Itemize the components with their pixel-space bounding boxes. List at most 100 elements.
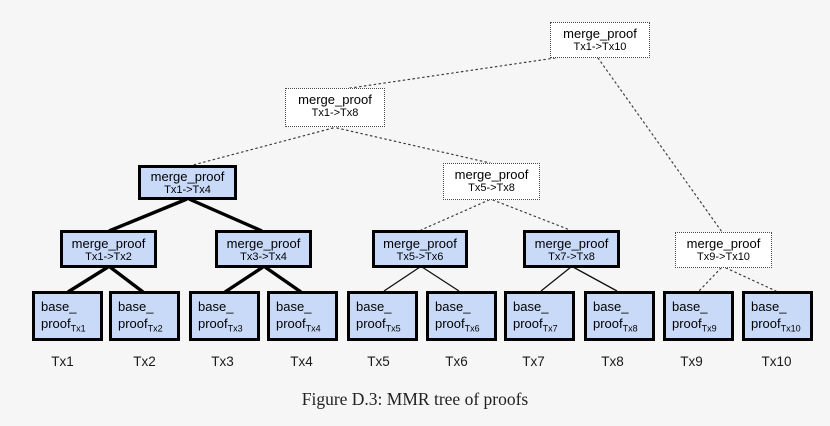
base-label-line1: base_	[198, 299, 234, 314]
base-label-subscript: Tx6	[464, 323, 480, 334]
base-label-proof: proof	[276, 316, 306, 331]
base-label-proof: proof	[513, 316, 543, 331]
base-label-line2: proofTx9	[672, 315, 731, 334]
base-label-subscript: Tx2	[147, 323, 163, 334]
merge-proof-node-tx1-tx10: merge_proof Tx1->Tx10	[550, 22, 650, 58]
base-label-line2: proofTx4	[276, 315, 335, 333]
edge-tx5-8-to-tx5-6	[420, 199, 490, 231]
base-label-proof: proof	[751, 316, 781, 331]
base-label-line1: base_	[435, 299, 471, 314]
node-range: Tx1->Tx10	[573, 41, 627, 53]
base-label-line2: proofTx6	[435, 315, 494, 334]
node-range: Tx1->Tx2	[85, 251, 132, 263]
node-range: Tx5->Tx6	[396, 251, 444, 263]
base-proof-node-tx6: base_ proofTx6	[426, 291, 497, 341]
merge-proof-node-tx1-tx2: merge_proof Tx1->Tx2	[60, 230, 157, 268]
base-label-proof: proof	[593, 316, 623, 331]
base-label-line1: base_	[593, 299, 629, 314]
base-label-proof: proof	[672, 316, 702, 331]
merge-proof-node-tx1-tx4: merge_proof Tx1->Tx4	[138, 165, 237, 200]
base-label-proof: proof	[41, 316, 71, 331]
base-label-line1: base_	[276, 299, 312, 314]
edge-tx1-10-to-tx9-10	[597, 57, 723, 233]
base-label-proof: proof	[198, 316, 228, 331]
base-proof-node-tx8: base_ proofTx8	[584, 291, 655, 341]
edge-tx1-2-to-base-tx1	[67, 265, 109, 294]
edge-tx1-8-to-tx5-8	[336, 127, 491, 164]
node-title: merge_proof	[534, 236, 609, 251]
base-proof-node-tx5: base_ proofTx5	[347, 291, 418, 341]
edge-tx1-2-to-base-tx2	[108, 265, 145, 294]
merge-proof-node-tx3-tx4: merge_proof Tx3->Tx4	[215, 230, 312, 268]
edge-tx5-6-to-base-tx6	[421, 266, 460, 292]
node-title: merge_proof	[563, 26, 637, 41]
tx-label-tx9: Tx9	[680, 354, 703, 369]
base-proof-node-tx2: base_ proofTx2	[109, 291, 180, 341]
base-proof-node-tx3: base_ proofTx3	[189, 291, 260, 341]
tx-label-tx7: Tx7	[522, 354, 545, 369]
base-label-proof: proof	[435, 316, 465, 331]
node-title: merge_proof	[383, 236, 457, 251]
base-label-subscript: Tx7	[542, 323, 558, 334]
base-label-line1: base_	[672, 299, 708, 314]
node-range: Tx3->Tx4	[240, 251, 287, 263]
figure-caption: Figure D.3: MMR tree of proofs	[301, 389, 529, 409]
tx-label-tx3: Tx3	[211, 354, 234, 369]
base-proof-node-tx10: base_ proofTx10	[742, 291, 813, 341]
base-label-subscript: Tx3	[227, 323, 243, 334]
node-title: merge_proof	[298, 92, 372, 107]
merge-proof-node-tx7-tx8: merge_proof Tx7->Tx8	[523, 230, 620, 268]
node-range: Tx1->Tx8	[311, 107, 359, 119]
node-title: merge_proof	[71, 236, 146, 251]
base-proof-node-tx7: base_ proofTx7	[504, 291, 575, 341]
tx-label-tx10: Tx10	[761, 354, 792, 369]
node-range: Tx1->Tx4	[164, 184, 211, 196]
base-label-subscript: Tx5	[385, 323, 401, 334]
base-label-line2: proofTx5	[356, 315, 415, 334]
edge-tx1-10-to-tx1-8	[336, 57, 556, 91]
tx-label-tx2: Tx2	[133, 354, 156, 369]
edge-tx1-4-to-tx1-2	[108, 197, 188, 233]
base-label-line2: proofTx2	[118, 315, 177, 334]
base-label-line2: proofTx8	[593, 315, 652, 333]
edge-tx9-10-to-base-tx9	[698, 267, 722, 292]
tx-label-tx6: Tx6	[445, 354, 468, 369]
base-proof-node-tx4: base_ proofTx4	[267, 291, 338, 341]
edge-tx7-8-to-base-tx8	[572, 266, 618, 292]
node-title: merge_proof	[686, 236, 761, 251]
tx-label-tx8: Tx8	[601, 354, 624, 369]
merge-proof-node-tx9-tx10: merge_proof Tx9->Tx10	[675, 232, 772, 268]
edge-tx7-8-to-base-tx7	[540, 266, 572, 292]
node-range: Tx5->Tx8	[468, 182, 515, 194]
edge-tx5-6-to-base-tx5	[383, 266, 421, 292]
node-range: Tx9->Tx10	[697, 251, 750, 263]
node-title: merge_proof	[454, 167, 529, 182]
merge-proof-node-tx5-tx8: merge_proof Tx5->Tx8	[443, 163, 540, 200]
merge-proof-node-tx5-tx6: merge_proof Tx5->Tx6	[372, 230, 468, 268]
node-title: merge_proof	[150, 169, 225, 184]
edge-tx3-4-to-base-tx4	[264, 265, 302, 294]
base-label-subscript: Tx1	[70, 323, 86, 334]
base-label-line2: proofTx7	[513, 315, 572, 334]
base-label-line2: proofTx10	[751, 315, 810, 334]
base-proof-node-tx9: base_ proofTx9	[663, 291, 734, 341]
base-label-line1: base_	[356, 299, 392, 314]
base-label-line2: proofTx1	[41, 315, 100, 334]
base-label-proof: proof	[356, 316, 386, 331]
edge-tx5-8-to-tx7-8	[492, 199, 571, 231]
edge-tx9-10-to-base-tx10	[725, 267, 777, 292]
base-label-subscript: Tx9	[701, 323, 717, 334]
base-label-subscript: Tx10	[780, 323, 801, 334]
tx-label-tx5: Tx5	[367, 354, 390, 369]
base-label-line1: base_	[513, 299, 549, 314]
base-label-line2: proofTx3	[198, 315, 257, 334]
node-title: merge_proof	[226, 236, 301, 251]
base-label-line1: base_	[751, 299, 787, 314]
node-range: Tx7->Tx8	[548, 251, 595, 263]
edge-tx1-8-to-tx1-4	[192, 127, 334, 166]
edge-tx3-4-to-base-tx3	[224, 265, 264, 294]
tx-label-tx4: Tx4	[290, 354, 313, 369]
tx-label-tx1: Tx1	[51, 354, 74, 369]
